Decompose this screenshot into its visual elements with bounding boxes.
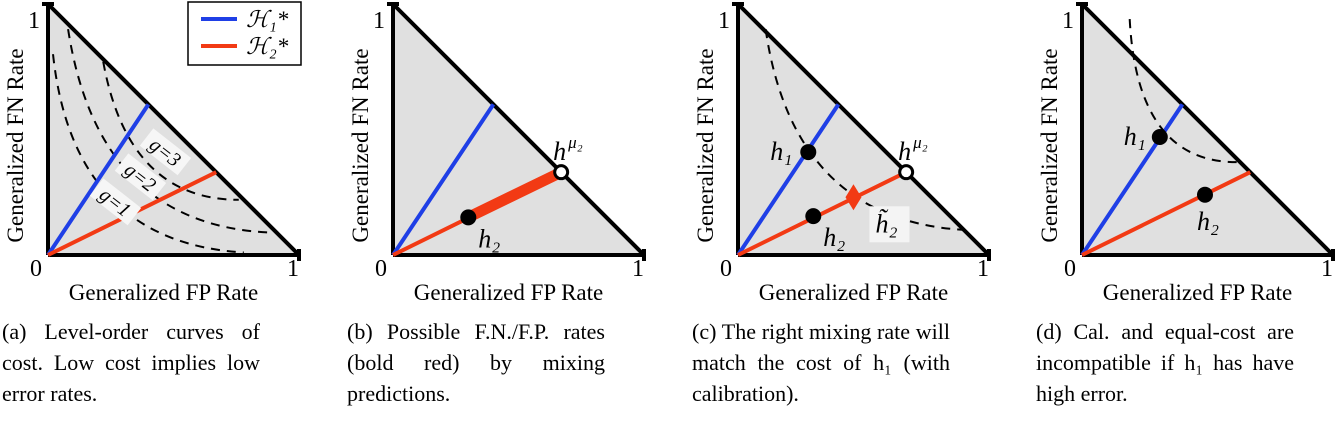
x-tick-1: 1 xyxy=(977,256,989,282)
level-label-bg xyxy=(114,153,167,201)
level-curve-g1 xyxy=(52,54,244,254)
x-axis-label: Generalized FP Rate xyxy=(759,280,948,305)
caption-b: (b) Possible F.N./F.P. rates (bold red) … xyxy=(347,319,605,406)
hypotenuse xyxy=(1080,2,1335,257)
h1-star-line xyxy=(736,103,841,257)
h1-point xyxy=(1151,129,1168,146)
h1-label: h₁ xyxy=(1124,122,1146,151)
y-tick-1: 1 xyxy=(373,8,385,34)
h2-tilde-label: h̃₂ xyxy=(875,209,897,238)
legend-label-2: ℋ₂* xyxy=(246,34,289,59)
h2-label: h₂ xyxy=(478,224,500,253)
h-mu2-superscript: μ₂ xyxy=(912,133,928,152)
origin-tick-0: 0 xyxy=(375,256,387,282)
h-mu2-label: h xyxy=(553,137,566,166)
y-axis-label: Generalized FN Rate xyxy=(3,48,28,242)
h2-tilde-point xyxy=(845,184,862,211)
y-tick-1: 1 xyxy=(1062,8,1074,34)
h1-point xyxy=(800,144,817,161)
legend-label-1: ℋ₁* xyxy=(246,7,289,32)
h-mu2-point xyxy=(898,164,915,181)
h1-star-line xyxy=(1080,103,1185,257)
h2-point xyxy=(1196,186,1213,203)
h2-label: h₂ xyxy=(1197,207,1219,236)
h-mu2-point xyxy=(553,164,570,181)
h1-star-line xyxy=(46,103,151,257)
caption-d: (d) Cal. and equal-cost are incompatible… xyxy=(1036,319,1294,406)
h2-star-line xyxy=(737,170,908,257)
h2-point xyxy=(805,208,822,225)
h2-star-line xyxy=(1081,170,1252,257)
hypotenuse xyxy=(391,2,646,257)
h1-label: h₁ xyxy=(770,137,792,166)
origin-tick-0: 0 xyxy=(720,256,732,282)
x-tick-1: 1 xyxy=(632,256,644,282)
level-label-bg xyxy=(139,128,192,176)
x-axis-label: Generalized FP Rate xyxy=(69,280,258,305)
y-axis-label: Generalized FN Rate xyxy=(1037,48,1062,242)
legend-box xyxy=(187,1,302,66)
y-tick-1: 1 xyxy=(28,8,40,34)
h2-tilde-label-bg xyxy=(869,206,910,243)
mixing-segment xyxy=(465,167,564,223)
caption-a: (a) Level-order curves of cost. Low cost… xyxy=(2,319,260,406)
x-axis-label: Generalized FP Rate xyxy=(414,280,603,305)
x-axis-label: Generalized FP Rate xyxy=(1103,280,1292,305)
origin-tick-0: 0 xyxy=(1064,256,1076,282)
h2-label: h₂ xyxy=(823,223,845,252)
level-curve-g3 xyxy=(102,61,239,201)
x-tick-1: 1 xyxy=(1321,256,1333,282)
hypotenuse xyxy=(46,2,301,257)
equal-cost-curve xyxy=(764,28,964,231)
y-axis-label: Generalized FN Rate xyxy=(693,48,718,242)
x-tick-1: 1 xyxy=(287,256,299,282)
h2-point xyxy=(460,209,477,226)
h-mu2-label: h xyxy=(898,137,911,166)
equal-cost-curve xyxy=(1128,19,1241,164)
y-tick-1: 1 xyxy=(718,8,730,34)
hypotenuse xyxy=(736,2,991,257)
h1-star-line xyxy=(391,103,496,257)
h-mu2-superscript: μ₂ xyxy=(567,133,583,152)
caption-c: (c) The right mixing rate will match the… xyxy=(692,319,950,406)
level-label-bg xyxy=(89,178,142,226)
origin-tick-0: 0 xyxy=(30,256,42,282)
y-axis-label: Generalized FN Rate xyxy=(348,48,373,242)
